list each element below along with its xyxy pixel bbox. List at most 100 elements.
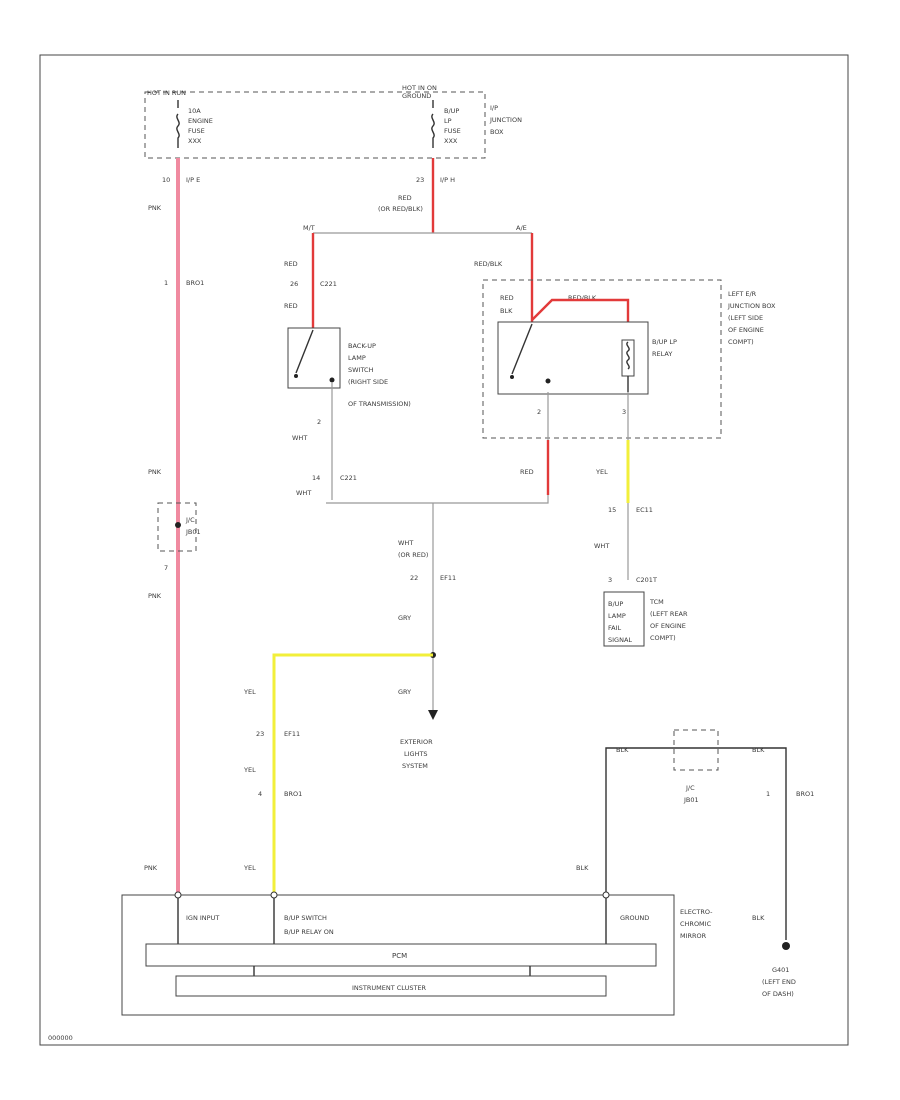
exterior-lights-arrow: [428, 710, 438, 720]
svg-text:COMPT): COMPT): [728, 338, 754, 346]
svg-text:FUSE: FUSE: [444, 127, 461, 135]
wire-blk-label-4: BLK: [752, 914, 765, 922]
wire-redblk-label-2: RED/BLK: [568, 294, 597, 302]
svg-text:OF DASH): OF DASH): [762, 990, 794, 998]
svg-text:EF11: EF11: [440, 574, 456, 582]
backup-switch-terminal: [329, 377, 335, 383]
wire-red-label-2: RED: [284, 302, 298, 310]
instrument-cluster-label: INSTRUMENT CLUSTER: [352, 984, 427, 992]
svg-text:(OR RED): (OR RED): [398, 551, 428, 559]
wire-blk-label-2: BLK: [616, 746, 629, 754]
pcm-term-ign: [174, 891, 182, 899]
splice-bar-mid: [326, 495, 549, 504]
fuse-left-icon: [176, 100, 180, 148]
fuse-left-label: 10A ENGINE FUSE XXX: [188, 107, 213, 145]
electrochromic-mirror-label: ELECTRO- CHROMIC MIRROR: [680, 908, 713, 940]
pin-iph: 23 I/P H: [416, 176, 455, 184]
svg-text:FUSE: FUSE: [188, 127, 205, 135]
wire-yel-label-3: YEL: [243, 766, 256, 774]
svg-text:(LEFT REAR: (LEFT REAR: [650, 610, 688, 618]
relay-label: B/UP LP RELAY: [652, 338, 677, 358]
wire-blk-label: BLK: [500, 307, 513, 315]
svg-text:BRO1: BRO1: [186, 279, 204, 287]
instrument-cluster-bar: [175, 975, 607, 997]
left-er-junction-box: [482, 279, 722, 439]
wire-redblk-coil: [531, 298, 630, 322]
pcm-cell-ign: IGN INPUT: [186, 914, 219, 922]
wire-yel-label-2: YEL: [243, 688, 256, 696]
pin-ec11-15: 15 EC11: [608, 506, 653, 514]
svg-text:1: 1: [164, 279, 168, 287]
wire-red-label-1: RED: [284, 260, 298, 268]
svg-text:LIGHTS: LIGHTS: [404, 750, 428, 758]
svg-text:3: 3: [608, 576, 612, 584]
svg-text:B/UP LP: B/UP LP: [652, 338, 677, 346]
svg-text:I/P E: I/P E: [186, 176, 200, 184]
backup-switch-pivot: [294, 374, 298, 378]
wire-red-label-4: RED: [520, 468, 534, 476]
svg-text:10: 10: [162, 176, 170, 184]
wire-pnk-label-1: PNK: [148, 204, 162, 212]
pin-c221-14: 14 C221: [312, 474, 357, 482]
jc-left-node: [175, 522, 181, 528]
footer-code: 000000: [48, 1034, 73, 1042]
ground-node: [782, 942, 790, 950]
pcm-cell-bup2: B/UP RELAY ON: [284, 928, 334, 936]
exterior-lights-label: EXTERIOR LIGHTS SYSTEM: [400, 738, 433, 770]
pcm-cell-bup1: B/UP SWITCH: [284, 914, 327, 922]
fuse-left-top-label: HOT IN RUN: [147, 89, 186, 97]
wire-blk-label-3: BLK: [752, 746, 765, 754]
pin-sw-2: 2: [317, 418, 321, 426]
tcm-label: TCM (LEFT REAR OF ENGINE COMPT): [649, 598, 688, 642]
svg-text:15: 15: [608, 506, 616, 514]
wire-gry-label-2: GRY: [398, 688, 411, 696]
svg-text:B/UP: B/UP: [608, 600, 623, 608]
svg-text:SWITCH: SWITCH: [348, 366, 374, 374]
pcm-term-bup: [270, 891, 278, 899]
svg-text:22: 22: [410, 574, 418, 582]
ip-junction-box: [144, 91, 486, 159]
tcm-box-label: B/UP LAMP FAIL SIGNAL: [608, 600, 632, 644]
splice-mt-label: M/T: [303, 224, 315, 232]
svg-text:ELECTRO-: ELECTRO-: [680, 908, 713, 916]
svg-text:J/C: J/C: [185, 516, 195, 524]
pin-relay-3: 3: [622, 408, 626, 416]
pcm-term-gnd: [602, 891, 610, 899]
svg-text:J/C: J/C: [685, 784, 695, 792]
svg-text:XXX: XXX: [444, 137, 458, 145]
pcm-cell-gnd: GROUND: [620, 914, 649, 922]
svg-text:1: 1: [766, 790, 770, 798]
svg-text:CHROMIC: CHROMIC: [680, 920, 712, 928]
fuse-right-top-label: HOT IN ON: [402, 84, 437, 92]
svg-text:BOX: BOX: [490, 128, 504, 136]
svg-text:(LEFT SIDE: (LEFT SIDE: [728, 314, 763, 322]
svg-text:OF TRANSMISSION): OF TRANSMISSION): [348, 400, 411, 408]
pcm-wire-blk-label: BLK: [576, 864, 589, 872]
jc-jb01-left-label: J/C JB01: [185, 516, 201, 536]
pin-bro1-1: 1 BRO1: [766, 790, 814, 798]
pin-ef11-23: 23 EF11: [256, 730, 300, 738]
svg-text:LAMP: LAMP: [348, 354, 366, 362]
backup-switch-label: BACK-UP LAMP SWITCH (RIGHT SIDE OF TRANS…: [348, 342, 411, 408]
wire-wht-label-3: WHT: [594, 542, 609, 550]
splice-ae-label: A/E: [516, 224, 527, 232]
svg-text:BRO1: BRO1: [284, 790, 302, 798]
svg-text:C201T: C201T: [636, 576, 657, 584]
svg-text:I/P H: I/P H: [440, 176, 455, 184]
svg-text:BACK-UP: BACK-UP: [348, 342, 376, 350]
svg-text:EXTERIOR: EXTERIOR: [400, 738, 433, 746]
electrochromic-mirror-module: [121, 894, 675, 1016]
svg-text:WHT: WHT: [398, 539, 413, 547]
svg-text:C221: C221: [340, 474, 357, 482]
svg-text:C221: C221: [320, 280, 337, 288]
wire-redblk-label: RED/BLK: [474, 260, 503, 268]
svg-text:14: 14: [312, 474, 320, 482]
pin-relay-2: 2: [537, 408, 541, 416]
svg-text:(LEFT END: (LEFT END: [762, 978, 796, 986]
svg-text:TCM: TCM: [649, 598, 664, 606]
wire-wht-label-2: WHT: [296, 489, 311, 497]
wire-wht-label-1: WHT: [292, 434, 307, 442]
svg-text:JUNCTION BOX: JUNCTION BOX: [727, 302, 776, 310]
svg-text:23: 23: [256, 730, 264, 738]
svg-text:RELAY: RELAY: [652, 350, 672, 358]
